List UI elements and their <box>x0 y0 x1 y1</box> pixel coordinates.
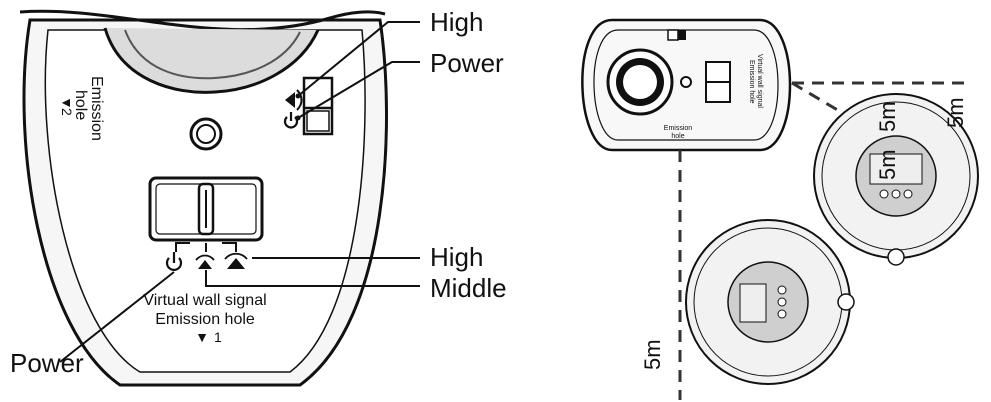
callout-dot-power <box>295 115 301 121</box>
callout-lines <box>59 21 420 363</box>
robot-right <box>813 93 979 266</box>
virtual-wall-device-inner <box>593 29 779 141</box>
callout-power-top: Power <box>430 48 504 78</box>
round-button-inner <box>196 124 216 144</box>
device-emission-line2: hole <box>671 133 684 140</box>
robot-left <box>685 219 855 385</box>
high-signal-icon <box>285 89 303 111</box>
device-emission-line1: Emission <box>664 125 693 132</box>
high-signal-icon-bottom <box>224 252 248 269</box>
callout-high-top: High <box>430 7 483 37</box>
device-side-line1: Virtual wall signal <box>756 54 763 108</box>
callout-high-right: High <box>430 242 483 272</box>
distance-right: 5m <box>875 149 900 180</box>
device-lens-inner <box>623 65 657 99</box>
power-icon-bottom <box>165 252 183 271</box>
side-emission-line1: Emission <box>88 76 105 141</box>
placement-diagram: Emission hole Virtual wall signal Emissi… <box>581 18 979 400</box>
bottom-label-line2: Emission hole <box>155 311 255 328</box>
round-button[interactable] <box>189 117 223 151</box>
bottom-number: 1 <box>214 329 222 345</box>
device-side-label: Virtual wall signal Emission hole <box>748 54 763 108</box>
dome-lens <box>103 27 320 94</box>
callout-dot-high <box>295 93 301 99</box>
switch-position-ticks <box>175 242 237 252</box>
side-emission-line2: hole <box>72 90 89 120</box>
device-top-switch <box>667 29 679 41</box>
distance-vertical: 5m <box>640 339 665 370</box>
bottom-marker: ▼ <box>195 329 209 345</box>
side-emission-number: 2 <box>59 108 75 116</box>
device-top-switch-knob <box>678 30 686 40</box>
distance-horizontal-top: 5m <box>943 97 968 128</box>
middle-signal-icon <box>195 254 215 269</box>
callout-power-bottom: Power <box>10 348 84 378</box>
device-button <box>680 76 692 88</box>
top-toggle-knob <box>306 110 330 132</box>
device-side-line2: Emission hole <box>748 60 755 104</box>
side-emission-label: Emission hole ▼ 2 <box>59 76 105 141</box>
bottom-label-line1: Virtual wall signal <box>143 292 266 309</box>
callout-middle: Middle <box>430 273 507 303</box>
side-emission-marker: ▼ <box>59 96 75 110</box>
dome-lens-inner <box>124 29 301 80</box>
device-closeup: Emission hole ▼ 2 Virtual wall signal Em… <box>10 7 507 387</box>
distance-diagonal: 5m <box>875 101 900 132</box>
